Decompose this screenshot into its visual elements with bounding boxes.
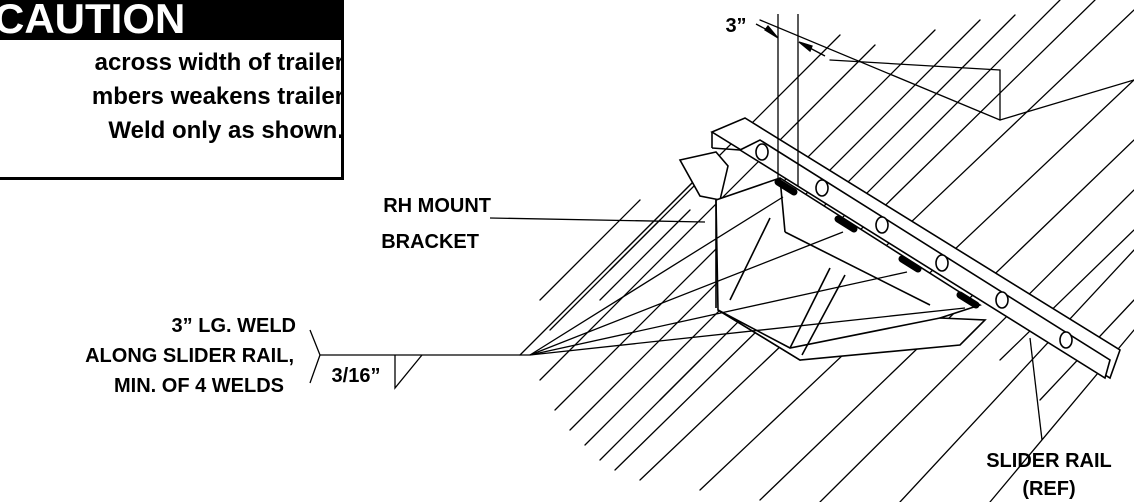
weld-label-1: 3” LG. WELD	[172, 315, 296, 337]
dimension-3in	[755, 14, 826, 186]
dimension-label: 3”	[725, 15, 746, 37]
caution-line-3: Weld only as shown.	[108, 117, 344, 144]
slider-rail	[710, 117, 1121, 380]
slider-rail-holes	[755, 143, 1073, 349]
rh-mount-label-1: RH MOUNT	[383, 195, 491, 217]
slider-rail-label-1: SLIDER RAIL	[986, 450, 1112, 472]
weld-label-2: ALONG SLIDER RAIL,	[85, 345, 294, 367]
weld-label-3: MIN. OF 4 WELDS	[114, 375, 284, 397]
weld-beads	[774, 178, 980, 309]
slider-rail-label-2: (REF)	[1022, 478, 1075, 500]
rh-mount-label-2: BRACKET	[381, 231, 479, 253]
weld-size-label: 3/16”	[332, 365, 381, 387]
caution-panel: CAUTION across width of trailer mbers we…	[0, 0, 344, 180]
caution-line-2: mbers weakens trailer	[91, 83, 344, 110]
caution-line-1: across width of trailer	[94, 49, 344, 76]
leader-lines	[309, 196, 1043, 441]
caution-heading: CAUTION	[0, 0, 344, 42]
